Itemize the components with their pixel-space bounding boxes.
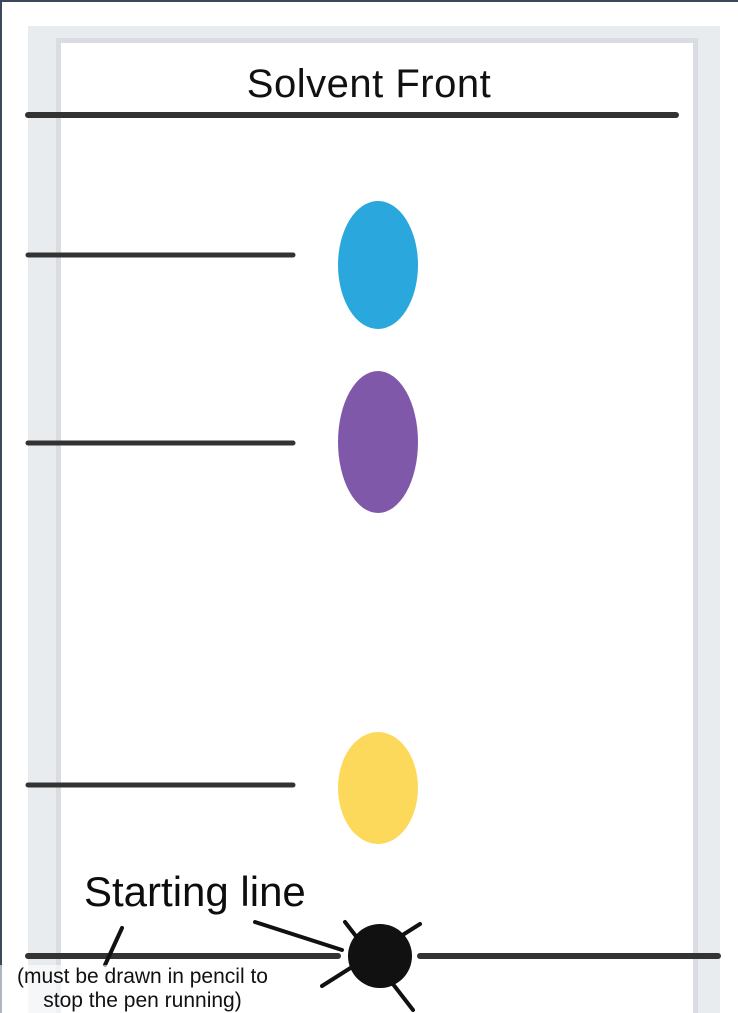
spot-purple [338,371,418,513]
window-top-border [0,0,738,2]
label-pointer-to-origin [253,920,344,952]
pencil-note: (must be drawn in pencil to stop the pen… [0,965,285,1013]
chromatography-paper [56,38,698,1013]
pencil-note-line-1: (must be drawn in pencil to [17,965,268,988]
label-pointer-to-line [103,926,124,967]
solvent-front-label: Solvent Front [246,62,492,106]
spot-yellow [338,732,418,844]
starting-line-label: Starting line [84,868,306,915]
pencil-note-line-2: stop the pen running) [43,989,242,1012]
window-left-border [0,0,2,1013]
spot-blue [338,201,418,329]
origin-cross-line-2 [343,920,415,1012]
